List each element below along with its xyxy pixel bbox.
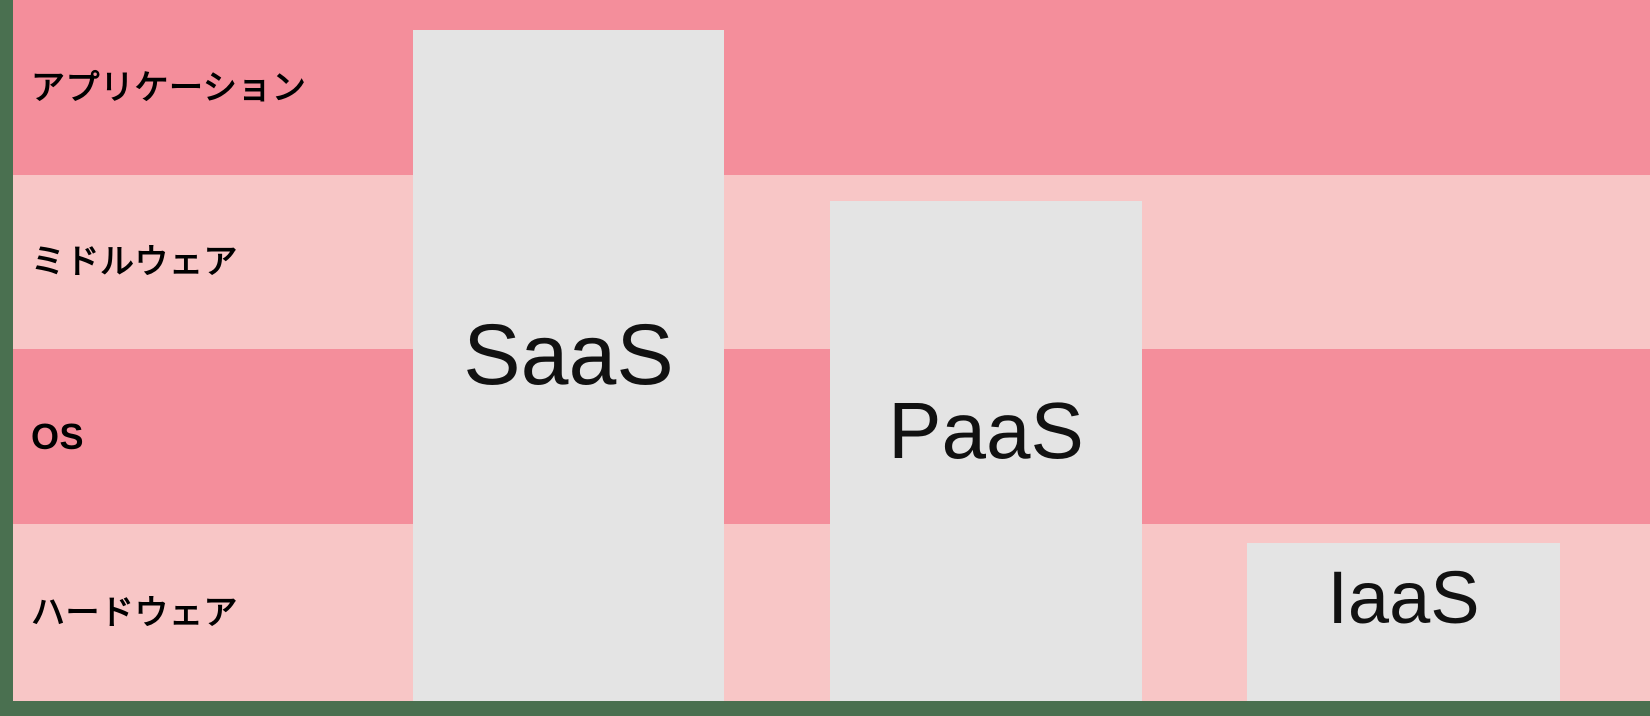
layer-band-label-application: アプリケーション <box>31 68 307 107</box>
bar-iaas: IaaS <box>1247 543 1560 701</box>
bar-label-iaas: IaaS <box>1327 556 1480 639</box>
bar-label-paas: PaaS <box>888 386 1084 475</box>
layer-band-label-os: OS <box>31 415 85 457</box>
layer-band-label-middleware: ミドルウェア <box>31 243 238 281</box>
bar-paas: PaaS <box>830 201 1142 701</box>
bar-saas: SaaS <box>413 30 724 701</box>
layer-band-label-hardware: ハードウェア <box>31 593 238 632</box>
bar-label-saas: SaaS <box>463 307 674 403</box>
layer-band-application: アプリケーション <box>13 0 1650 175</box>
chart-plot-area: アプリケーション ミドルウェア OS ハードウェア SaaS PaaS IaaS <box>13 0 1650 701</box>
